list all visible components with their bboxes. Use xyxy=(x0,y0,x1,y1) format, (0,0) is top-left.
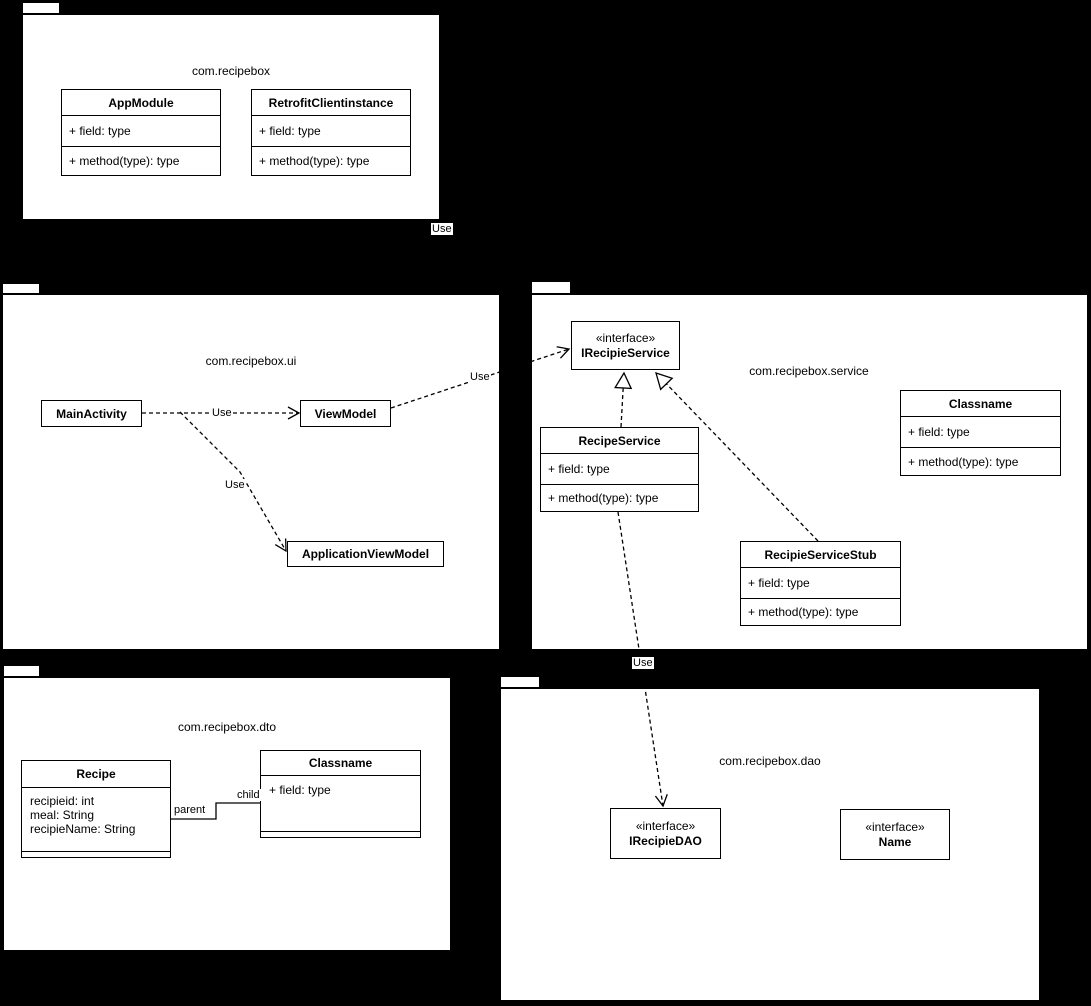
class-retrofitclientinstance: RetrofitClientinstance + field: type + m… xyxy=(251,89,411,176)
class-retrofitclientinstance-method: + method(type): type xyxy=(259,154,370,168)
interface-irecipiedao: «interface» IRecipieDAO xyxy=(610,808,721,859)
class-dto-classname-methods-compartment xyxy=(261,831,420,837)
interface-irecipieservice-name: IRecipieService xyxy=(581,345,670,360)
class-recipe-title: Recipe xyxy=(22,761,170,788)
class-appmodule-method: + method(type): type xyxy=(69,154,180,168)
class-service-classname-field: + field: type xyxy=(901,417,1060,448)
class-recipieservicestub-field: + field: type xyxy=(741,568,900,599)
package-recipebox-tab xyxy=(22,2,60,14)
interface-name-name: Name xyxy=(878,834,912,849)
class-recipieservicestub-title: RecipieServiceStub xyxy=(741,542,900,568)
package-recipebox-title: com.recipebox xyxy=(191,64,271,78)
package-dao-tab xyxy=(500,676,540,688)
use-label-vm-service: Use xyxy=(469,371,491,383)
class-recipieservicestub: RecipieServiceStub + field: type + metho… xyxy=(740,541,901,626)
class-recipieservicestub-method: + method(type): type xyxy=(748,605,859,619)
package-dao-body xyxy=(500,688,1040,1001)
use-label-top: Use xyxy=(431,223,453,235)
class-service-classname-title: Classname xyxy=(901,391,1060,417)
package-dao-title: com.recipebox.dao xyxy=(719,754,821,768)
class-appmodule-title: AppModule xyxy=(62,90,220,116)
class-viewmodel: ViewModel xyxy=(300,400,391,427)
interface-name: «interface» Name xyxy=(840,809,950,860)
class-dto-classname-field: + field: type xyxy=(269,783,331,797)
interface-irecipieservice: «interface» IRecipieService xyxy=(571,321,680,370)
class-recipeservice-field: + field: type xyxy=(541,454,698,485)
interface-irecipiedao-name: IRecipieDAO xyxy=(629,833,702,848)
package-ui-title: com.recipebox.ui xyxy=(205,354,297,368)
class-recipeservice-method: + method(type): type xyxy=(548,491,659,505)
interface-irecipiedao-stereotype: «interface» xyxy=(635,818,696,833)
package-dto-title: com.recipebox.dto xyxy=(177,720,277,734)
class-service-classname: Classname + field: type + method(type): … xyxy=(900,390,1061,476)
child-label: child xyxy=(236,789,261,801)
class-recipe: Recipe recipieid: int meal: String recip… xyxy=(21,760,171,858)
class-recipe-attr-recipieid: recipieid: int xyxy=(30,794,95,808)
interface-name-stereotype: «interface» xyxy=(865,819,925,834)
class-dto-classname-title: Classname xyxy=(261,751,420,776)
class-recipeservice-title: RecipeService xyxy=(541,428,698,454)
use-label-service-dao: Use xyxy=(632,657,654,669)
class-retrofitclientinstance-field: + field: type xyxy=(252,116,410,147)
interface-irecipieservice-stereotype: «interface» xyxy=(595,330,656,345)
package-ui-body xyxy=(2,294,500,650)
class-recipe-attr-meal: meal: String xyxy=(30,808,95,822)
package-service-tab xyxy=(531,281,571,294)
class-recipeservice: RecipeService + field: type + method(typ… xyxy=(540,427,699,512)
package-service-title: com.recipebox.service xyxy=(749,364,869,378)
package-dto-tab xyxy=(3,665,40,677)
class-recipe-attr-recipiename: recipieName: String xyxy=(30,822,136,836)
class-retrofitclientinstance-title: RetrofitClientinstance xyxy=(252,90,410,116)
package-ui-tab xyxy=(2,283,40,294)
class-appmodule: AppModule + field: type + method(type): … xyxy=(61,89,221,176)
parent-label: parent xyxy=(173,804,207,816)
class-dto-classname: Classname + field: type xyxy=(260,750,421,838)
class-applicationviewmodel: ApplicationViewModel xyxy=(287,541,444,567)
class-appmodule-field: + field: type xyxy=(62,116,220,147)
class-recipe-attributes: recipieid: int meal: String recipieName:… xyxy=(22,788,170,851)
use-label-main-appvm: Use xyxy=(224,479,246,491)
class-mainactivity: MainActivity xyxy=(41,400,142,427)
class-service-classname-method: + method(type): type xyxy=(908,454,1019,469)
class-recipe-methods-compartment xyxy=(22,851,170,857)
use-label-main-viewmodel: Use xyxy=(211,407,233,419)
